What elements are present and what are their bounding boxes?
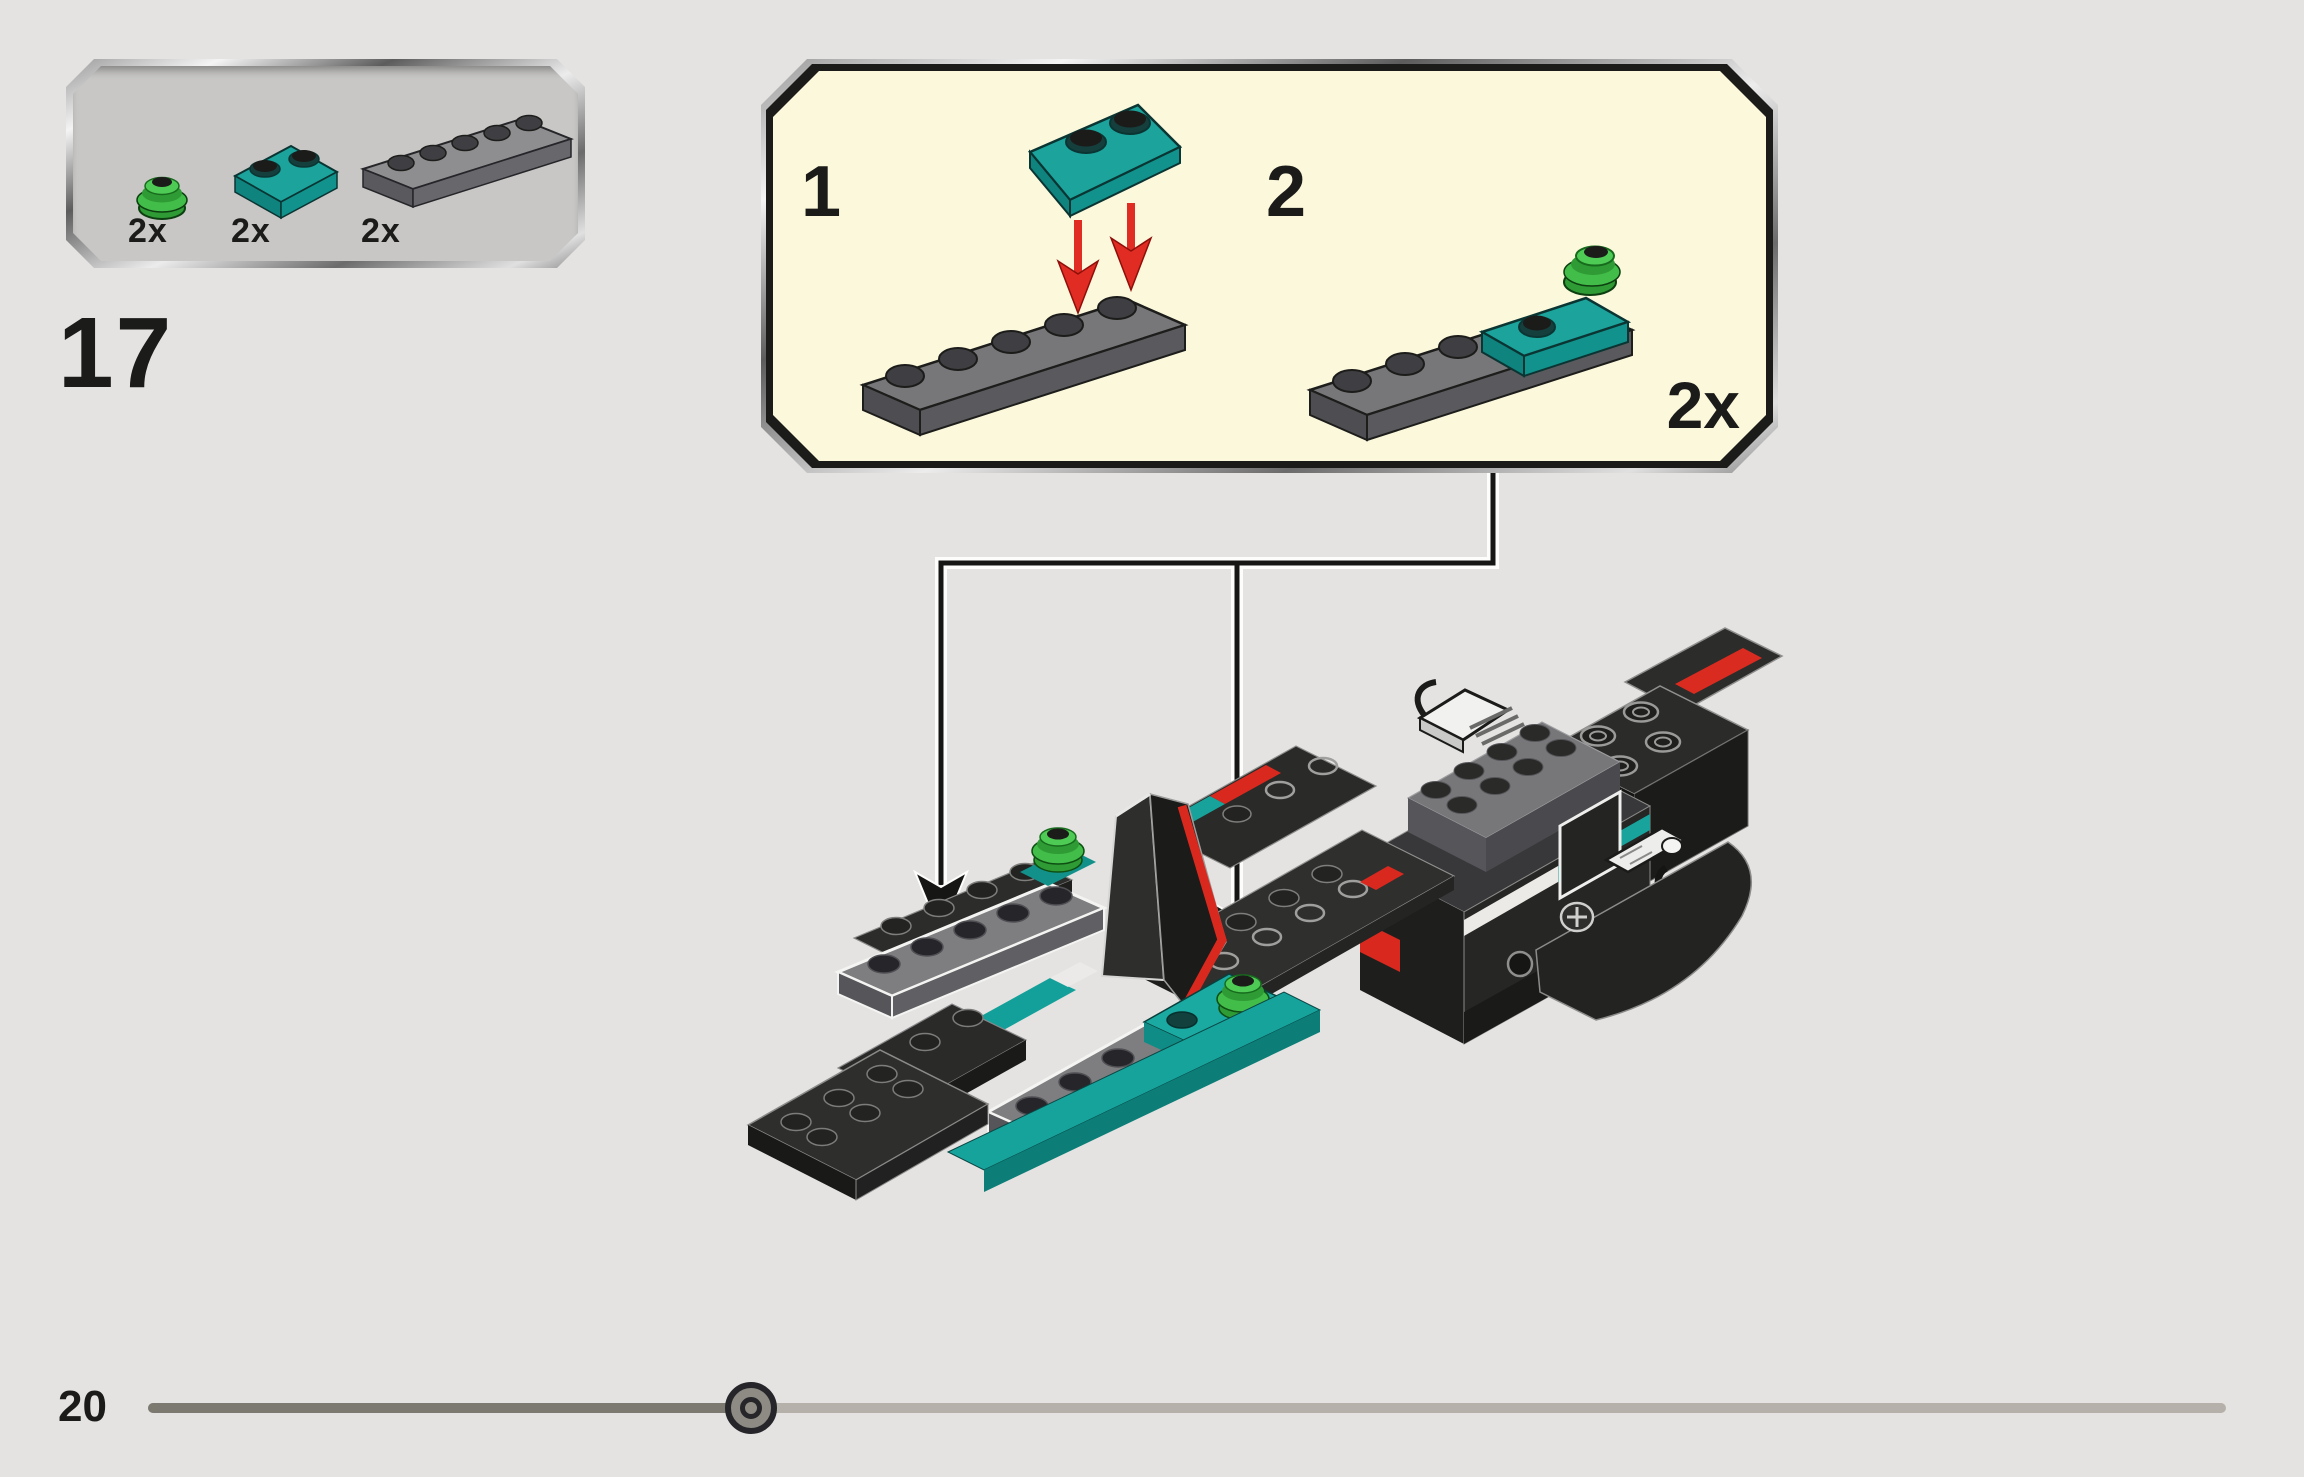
chassis-model-illustration xyxy=(746,627,1784,1201)
placement-arrow-icon xyxy=(1058,220,1098,313)
part-quantity-label: 2x xyxy=(231,212,271,250)
substep-callout: 1 2 xyxy=(761,59,1778,473)
substep-2-label: 2 xyxy=(1266,152,1307,232)
progress-slider-fill xyxy=(148,1403,751,1413)
parts-panel-background: 2x 2x 2x xyxy=(73,66,578,261)
white-axle-pin xyxy=(1603,826,1687,874)
page-number: 20 xyxy=(58,1382,107,1431)
hook-icon xyxy=(1414,679,1437,718)
substep-2-diagram xyxy=(1290,200,1710,470)
progress-slider-knob[interactable] xyxy=(724,1382,777,1434)
step-number: 17 xyxy=(58,297,174,409)
green-round-plate xyxy=(1564,246,1620,295)
substep-1-diagram xyxy=(840,95,1200,440)
parts-callout-panel: 2x 2x 2x xyxy=(66,59,585,268)
progress-slider-track[interactable] xyxy=(148,1382,2226,1434)
green-round-plate xyxy=(1031,827,1085,873)
part-plate-round-1x1-green-image xyxy=(121,150,203,226)
part-quantity-label: 2x xyxy=(361,212,401,250)
part-plate-1x5-gray-image xyxy=(353,91,579,215)
slider-knob-center xyxy=(739,1397,762,1419)
green-round-plate xyxy=(1216,974,1270,1021)
plate-studs xyxy=(886,297,1136,387)
substep-1-label: 1 xyxy=(801,152,842,232)
callout-quantity-label: 2x xyxy=(1666,368,1740,442)
part-quantity-label: 2x xyxy=(128,212,168,250)
part-plate-1x2-teal-image xyxy=(221,128,345,220)
placement-arrow-icon xyxy=(1111,203,1151,290)
